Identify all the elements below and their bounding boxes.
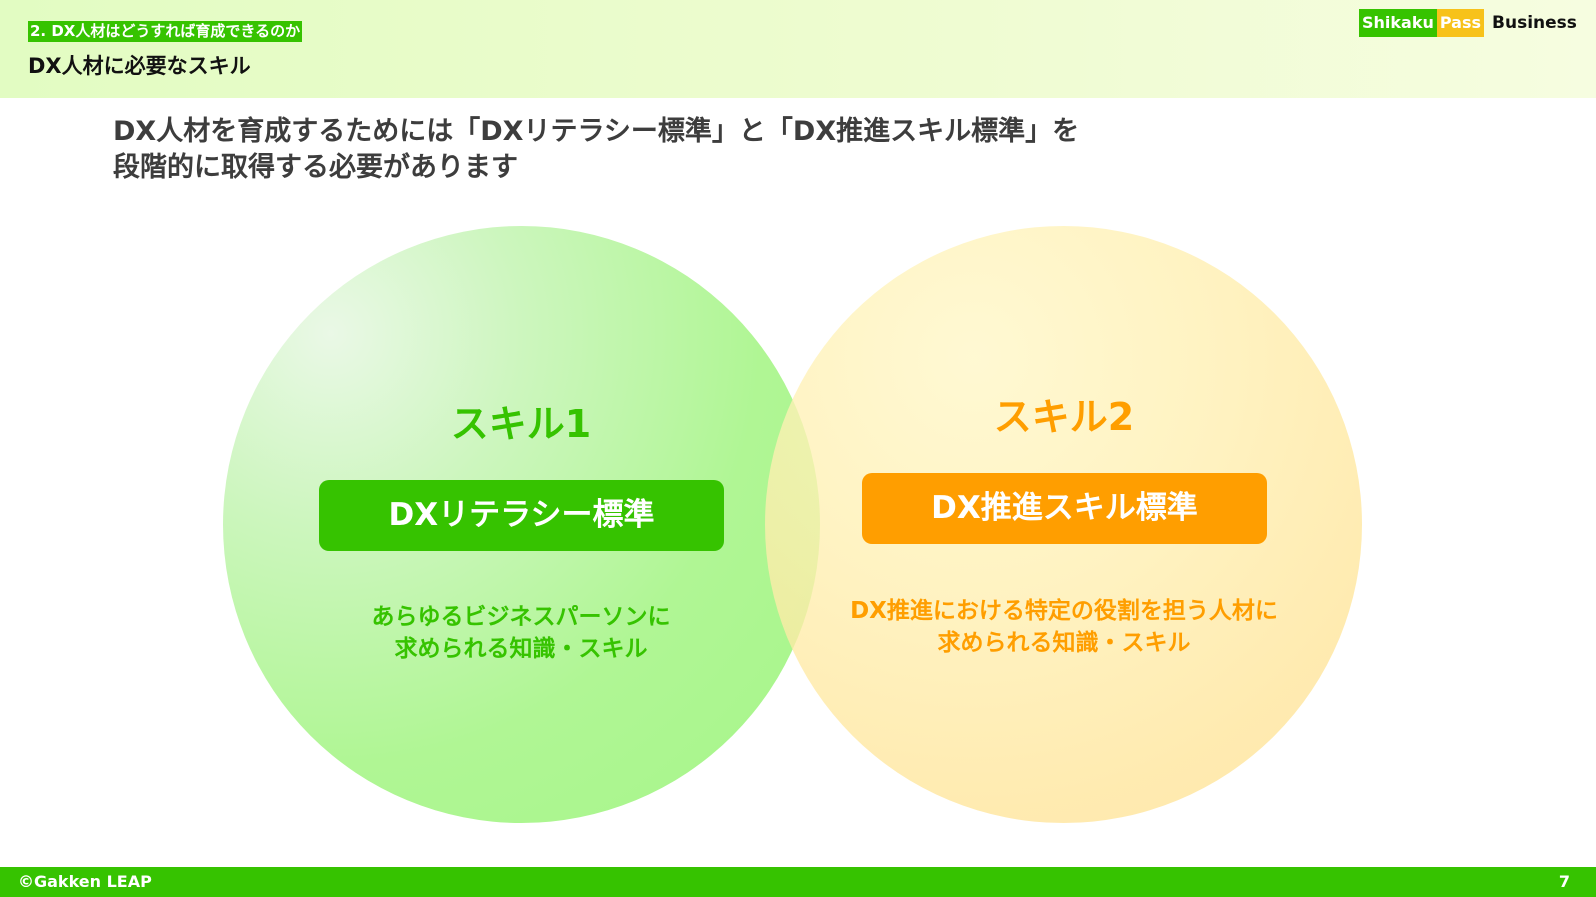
header-band: 2. DX人材はどうすれば育成できるのか DX人材に必要なスキル Shikaku… (0, 0, 1596, 98)
logo-business: Business (1492, 13, 1577, 33)
skill2-label-pill: DX推進スキル標準 (862, 473, 1267, 544)
page-number: 7 (1558, 872, 1570, 891)
page-title: DX人材に必要なスキル (28, 54, 251, 78)
skill2-description: DX推進における特定の役割を担う人材に 求められる知識・スキル (814, 595, 1314, 659)
copyright-text: ©Gakken LEAP (18, 872, 152, 891)
skill2-title: スキル2 (993, 395, 1135, 439)
shikaku-pass-business-logo: Shikaku Pass Business (1359, 9, 1577, 37)
skill1-label-pill: DXリテラシー標準 (319, 480, 724, 551)
skill1-desc-line-2: 求められる知識・スキル (394, 636, 648, 662)
footer-bar: ©Gakken LEAP 7 (0, 867, 1596, 897)
skill1-desc-line-1: あらゆるビジネスパーソンに (371, 604, 671, 630)
skill2-desc-line-1: DX推進における特定の役割を担う人材に (850, 598, 1278, 624)
skill1-description: あらゆるビジネスパーソンに 求められる知識・スキル (311, 601, 731, 665)
logo-shikaku: Shikaku (1359, 9, 1437, 37)
skill1-title: スキル1 (450, 402, 592, 446)
lead-text: DX人材を育成するためには「DXリテラシー標準」と「DX推進スキル標準」を 段階… (113, 114, 1079, 186)
logo-pass: Pass (1436, 9, 1485, 37)
lead-line-2: 段階的に取得する必要があります (113, 152, 518, 183)
lead-line-1: DX人材を育成するためには「DXリテラシー標準」と「DX推進スキル標準」を (113, 116, 1080, 147)
section-tag: 2. DX人材はどうすれば育成できるのか (28, 21, 303, 42)
skill2-desc-line-2: 求められる知識・スキル (937, 630, 1191, 656)
